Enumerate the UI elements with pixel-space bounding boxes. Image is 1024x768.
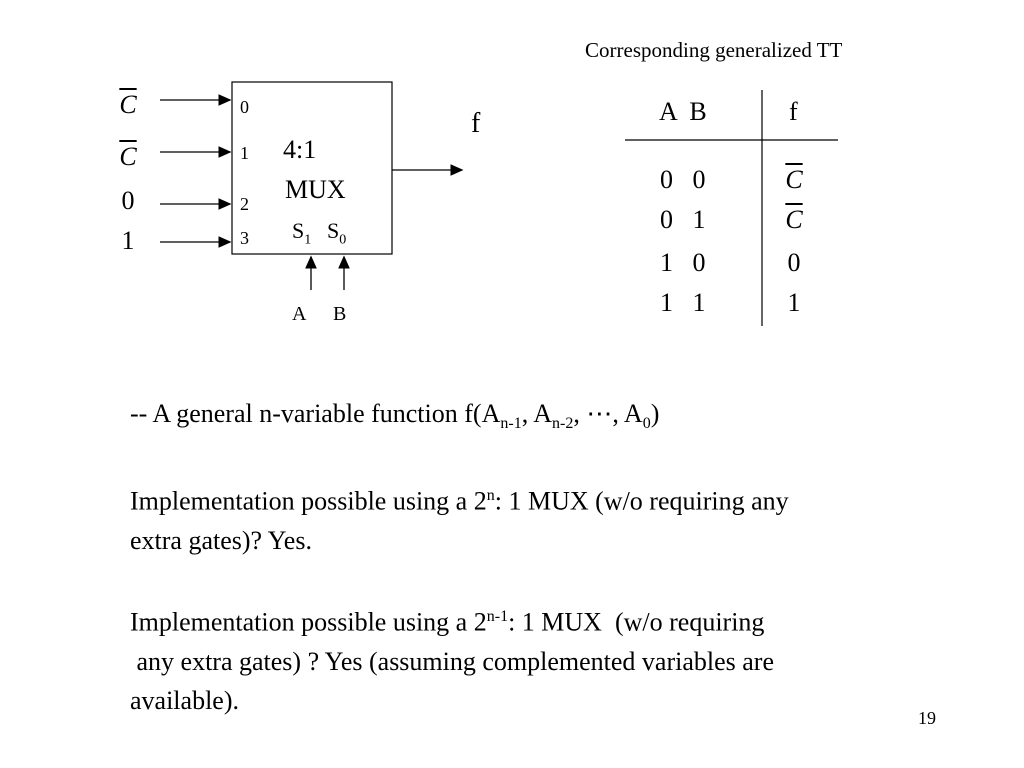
implementation-2n-1-paragraph: Implementation possible using a 2n-1: 1 … xyxy=(130,597,774,720)
implementation-2n-line2: extra gates)? Yes. xyxy=(130,525,312,555)
tt-row-1-ab: 0 1 xyxy=(660,205,706,234)
truth-table-title: Corresponding generalized TT xyxy=(585,38,843,62)
input-label-1: C xyxy=(119,142,137,171)
mux-name-line1: 4:1 xyxy=(283,135,317,164)
tt-header-ab: A B xyxy=(659,97,707,126)
implementation-2n-1-line2: any extra gates) ? Yes (assuming complem… xyxy=(130,646,775,676)
tt-row-2-f: 0 xyxy=(787,248,801,277)
output-label: f xyxy=(471,108,481,139)
mux-box xyxy=(231,81,393,255)
select-input-a: A xyxy=(292,303,307,325)
tt-row-1-f: C xyxy=(785,205,803,234)
tt-row-3-f: 1 xyxy=(787,288,801,317)
select-label-s1: S1 xyxy=(292,218,312,248)
tt-row-2-ab: 1 0 xyxy=(660,248,706,277)
tt-row-3-ab: 1 1 xyxy=(660,288,706,317)
tt-header-f: f xyxy=(789,97,798,126)
mux-name-line2: MUX xyxy=(285,175,346,204)
pin-label-0: 0 xyxy=(240,97,249,117)
implementation-2n-line1: Implementation possible using a 2n: 1 MU… xyxy=(130,486,789,516)
implementation-2n-1-line1: Implementation possible using a 2n-1: 1 … xyxy=(130,607,765,637)
implementation-2n-1-line3: available). xyxy=(130,685,239,715)
pin-label-3: 3 xyxy=(240,228,249,248)
tt-row-0-ab: 0 0 xyxy=(660,165,706,194)
tt-row-0-f: C xyxy=(785,165,803,194)
implementation-2n-paragraph: Implementation possible using a 2n: 1 MU… xyxy=(130,476,789,560)
input-label-3: 1 xyxy=(121,226,135,255)
select-input-b: B xyxy=(333,303,347,325)
input-label-2: 0 xyxy=(121,186,135,215)
pin-label-2: 2 xyxy=(240,194,249,214)
general-function-line: -- A general n-variable function f(An-1,… xyxy=(130,399,660,433)
select-label-s0: S0 xyxy=(327,218,347,248)
page-number: 19 xyxy=(918,708,936,728)
input-label-0: C xyxy=(119,90,137,119)
pin-label-1: 1 xyxy=(240,143,249,163)
